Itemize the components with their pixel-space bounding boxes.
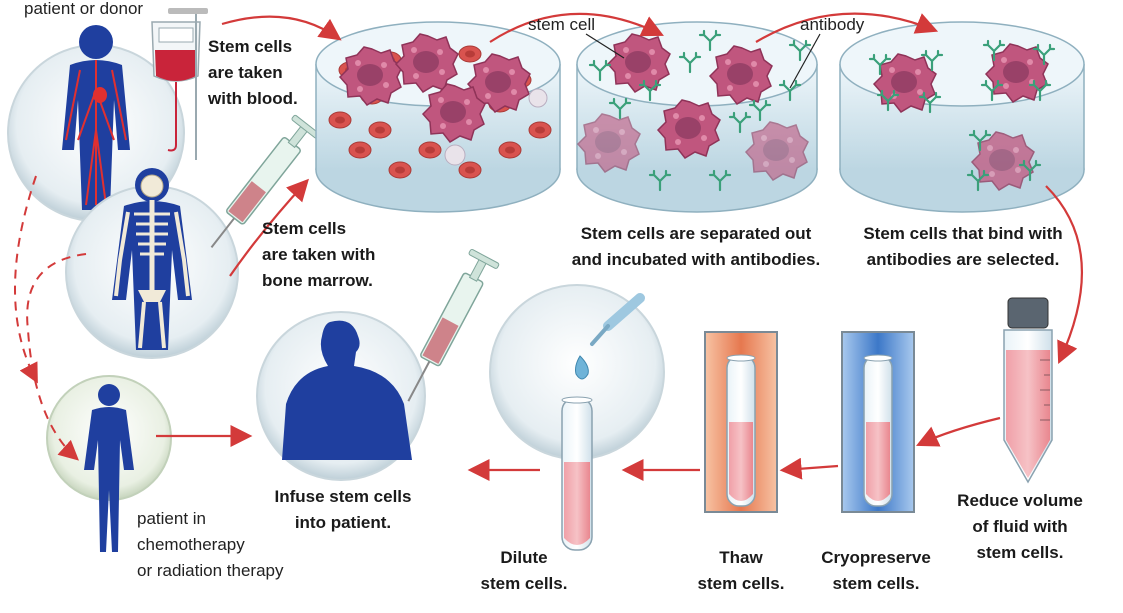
label-stem-cells-blood: Stem cells are taken with blood. — [208, 37, 298, 108]
label-dilute: Dilute stem cells. — [480, 548, 568, 593]
label-cryopreserve: Cryopreserve stem cells. — [821, 548, 931, 593]
petri-dish-selected — [839, 21, 1085, 213]
petri-dish-mixed-cells — [315, 21, 561, 213]
dilute-circle — [489, 284, 665, 551]
label-bind-selected: Stem cells that bind with antibodies are… — [863, 224, 1063, 269]
label-infuse: Infuse stem cells into patient. — [274, 487, 412, 532]
label-thaw: Thaw stem cells. — [697, 548, 785, 593]
label-separated-incubated: Stem cells are separated out and incubat… — [571, 224, 821, 269]
blood-bag-icon — [151, 8, 208, 160]
infuse-patient-circle — [256, 311, 426, 481]
chemo-patient-circle — [46, 375, 172, 552]
thaw-panel — [704, 331, 778, 513]
callout-lines — [585, 33, 821, 89]
label-patient-chemo: patient in chemotherapy or radiation the… — [137, 509, 284, 580]
label-reduce-volume: Reduce volume of fluid with stem cells. — [957, 491, 1083, 562]
petri-dish-antibodies — [576, 21, 818, 213]
label-antibody: antibody — [800, 15, 865, 34]
label-stem-cell: stem cell — [528, 15, 596, 34]
dashed-arrows — [14, 175, 87, 461]
syringe-infuse-icon — [407, 248, 500, 402]
cryopreserve-panel — [841, 331, 915, 513]
label-stem-cells-marrow: Stem cells are taken with bone marrow. — [262, 219, 376, 290]
process-arrows — [156, 12, 1083, 481]
syringe-bone-marrow-icon — [210, 114, 320, 248]
donor-bone-marrow-circle — [65, 168, 239, 359]
conical-tube-icon — [1003, 297, 1053, 484]
label-patient-or-donor: patient or donor — [24, 0, 144, 18]
